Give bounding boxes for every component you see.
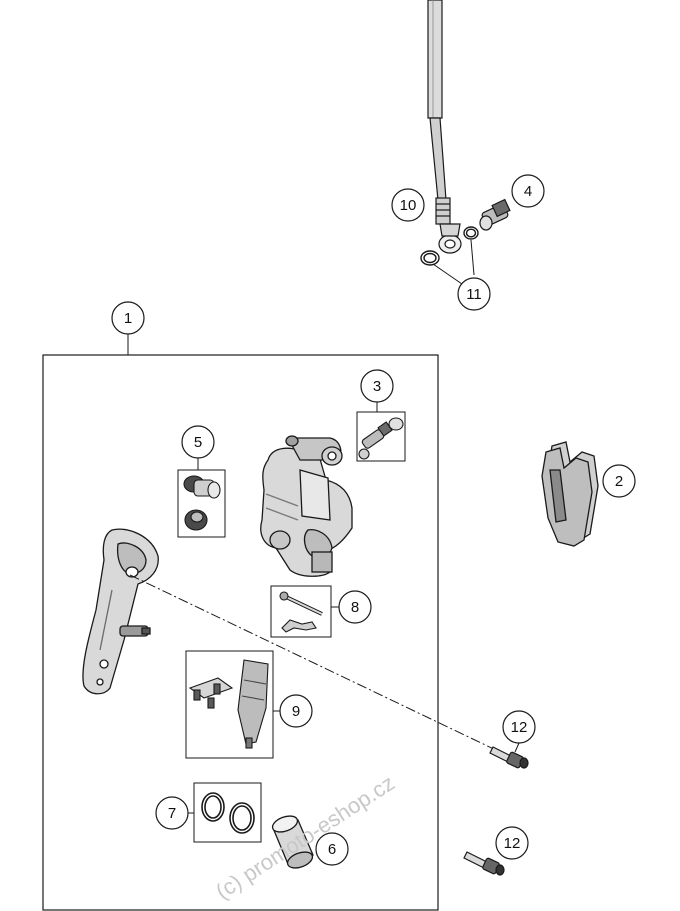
- sealing-washers-part: [420, 226, 479, 266]
- seal-kit-part: [183, 475, 221, 531]
- callout-11: 11: [457, 277, 491, 311]
- svg-text:12: 12: [511, 719, 528, 736]
- callout-12-lower: 12: [495, 826, 529, 860]
- part-3-box: [356, 411, 406, 462]
- part-7-box: [193, 782, 262, 843]
- brake-pads-part: [541, 441, 599, 547]
- callout-3: 3: [360, 369, 394, 403]
- callout-6: 6: [315, 832, 349, 866]
- svg-text:6: 6: [328, 841, 336, 858]
- svg-text:7: 7: [168, 805, 176, 822]
- part-5-box: [177, 469, 226, 538]
- svg-text:11: 11: [466, 286, 482, 303]
- callout-8: 8: [338, 590, 372, 624]
- svg-text:4: 4: [524, 183, 532, 200]
- part-8-box: [270, 585, 332, 638]
- svg-text:3: 3: [373, 378, 381, 395]
- svg-text:12: 12: [504, 835, 521, 852]
- svg-text:1: 1: [124, 310, 132, 327]
- pad-pin-part: [279, 591, 323, 633]
- callout-9: 9: [279, 694, 313, 728]
- callout-1: 1: [111, 301, 145, 335]
- leader-11a: [432, 263, 463, 285]
- svg-text:10: 10: [400, 197, 417, 214]
- piston-seals-part: [201, 792, 255, 834]
- callout-10: 10: [391, 188, 425, 222]
- bleeder-kit-part: [358, 417, 404, 460]
- leader-11b: [470, 239, 475, 276]
- bleeder-screw-part: [479, 198, 511, 231]
- svg-text:5: 5: [194, 434, 202, 451]
- piston-part: [271, 815, 314, 869]
- part-9-box: [185, 650, 274, 759]
- assembly-axis-line: [129, 574, 501, 753]
- svg-text:9: 9: [292, 703, 300, 720]
- caliper-bolt-upper-part: [489, 746, 529, 769]
- leader-12a: [514, 742, 520, 753]
- caliper-bolt-lower-part: [463, 851, 505, 876]
- caliper-body-part: [260, 435, 353, 577]
- watermark-text: (c) promoto-eshop.cz: [211, 770, 399, 904]
- callout-7: 7: [155, 796, 189, 830]
- callout-4: 4: [511, 174, 545, 208]
- svg-text:8: 8: [351, 599, 359, 616]
- callout-5: 5: [181, 425, 215, 459]
- caliper-bracket-part: [82, 528, 159, 695]
- callout-2: 2: [602, 464, 636, 498]
- caliper-assembly-box: [42, 354, 439, 911]
- brake-line-part: [427, 0, 462, 254]
- callout-12-upper: 12: [502, 710, 536, 744]
- pad-spring-part: [188, 659, 269, 749]
- svg-text:2: 2: [615, 473, 623, 490]
